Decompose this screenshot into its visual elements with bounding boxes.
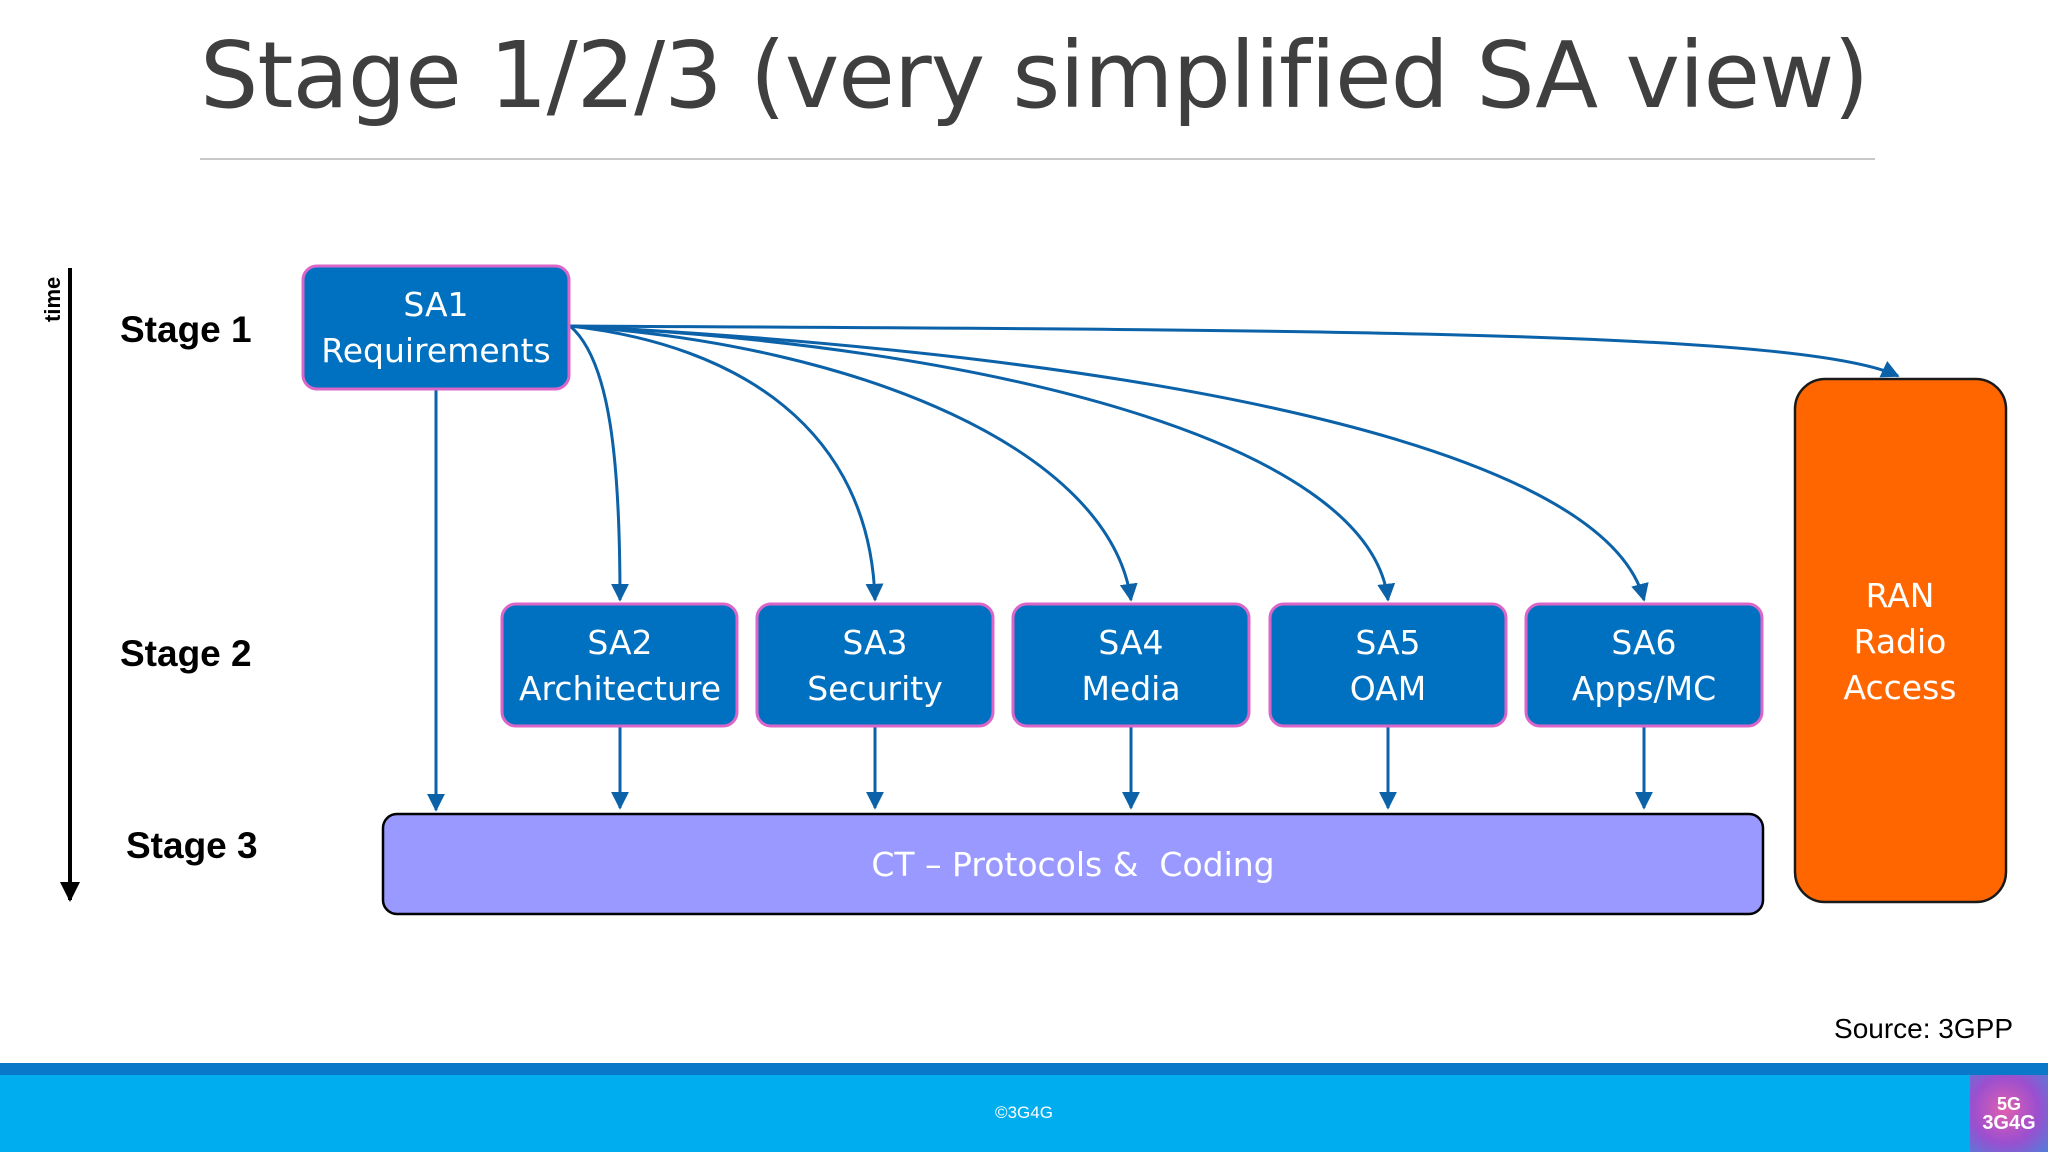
box-sa6-line2: Apps/MC xyxy=(1572,669,1716,708)
arrow-sa1-to-sa3 xyxy=(569,324,884,602)
stage-2-label: Stage 2 xyxy=(120,633,252,674)
box-sa1: SA1 Requirements xyxy=(301,264,571,391)
box-sa6-line1: SA6 xyxy=(1611,623,1676,662)
copyright-text: ©3G4G xyxy=(995,1103,1053,1122)
logo-line-2: 3G4G xyxy=(1982,1111,2036,1134)
box-sa4-line1: SA4 xyxy=(1098,623,1163,662)
box-sa2: SA2 Architecture xyxy=(500,602,739,728)
box-ran-line2: Radio xyxy=(1854,622,1947,661)
box-sa5-line2: OAM xyxy=(1350,669,1426,708)
title-divider xyxy=(200,158,1875,160)
box-ran-line1: RAN xyxy=(1866,576,1935,615)
box-sa5: SA5 OAM xyxy=(1268,602,1508,728)
box-sa5-line1: SA5 xyxy=(1355,623,1420,662)
slide-title: Stage 1/2/3 (very simplified SA view) xyxy=(200,22,1869,129)
box-sa4-line2: Media xyxy=(1081,669,1180,708)
logo-line-1: 5G xyxy=(1996,1093,2021,1114)
box-sa2-line2: Architecture xyxy=(519,669,721,708)
arrow-sa1-to-ran xyxy=(569,324,1900,378)
brand-logo: 5G 3G4G xyxy=(1970,1075,2048,1152)
box-sa4: SA4 Media xyxy=(1011,602,1251,728)
footer-accent-bar xyxy=(0,1063,2048,1075)
box-sa3: SA3 Security xyxy=(755,602,995,728)
box-ct-label: CT – Protocols & Coding xyxy=(871,845,1274,884)
time-label: time xyxy=(40,277,65,322)
connectors xyxy=(427,324,1900,812)
box-ct: CT – Protocols & Coding xyxy=(381,812,1765,916)
time-axis: time xyxy=(40,268,80,902)
box-sa3-line2: Security xyxy=(807,669,943,708)
source-note: Source: 3GPP xyxy=(1834,1013,2013,1044)
stage-1-label: Stage 1 xyxy=(120,309,252,350)
footer-bar: ©3G4G 5G 3G4G xyxy=(0,1075,2048,1152)
box-sa3-line1: SA3 xyxy=(842,623,907,662)
box-sa2-line1: SA2 xyxy=(587,623,652,662)
arrow-sa1-to-sa6 xyxy=(569,324,1649,602)
arrow-sa1-to-sa5 xyxy=(569,324,1396,602)
box-ran-line3: Access xyxy=(1844,668,1957,707)
box-sa1-line1: SA1 xyxy=(403,285,468,324)
stage-3-label: Stage 3 xyxy=(126,825,258,866)
arrow-sa1-to-sa4 xyxy=(569,324,1138,602)
box-ran: RAN Radio Access xyxy=(1793,377,2008,904)
box-sa6: SA6 Apps/MC xyxy=(1524,602,1764,728)
arrow-sa1-to-sa2 xyxy=(569,324,629,602)
box-sa1-line2: Requirements xyxy=(321,331,550,370)
